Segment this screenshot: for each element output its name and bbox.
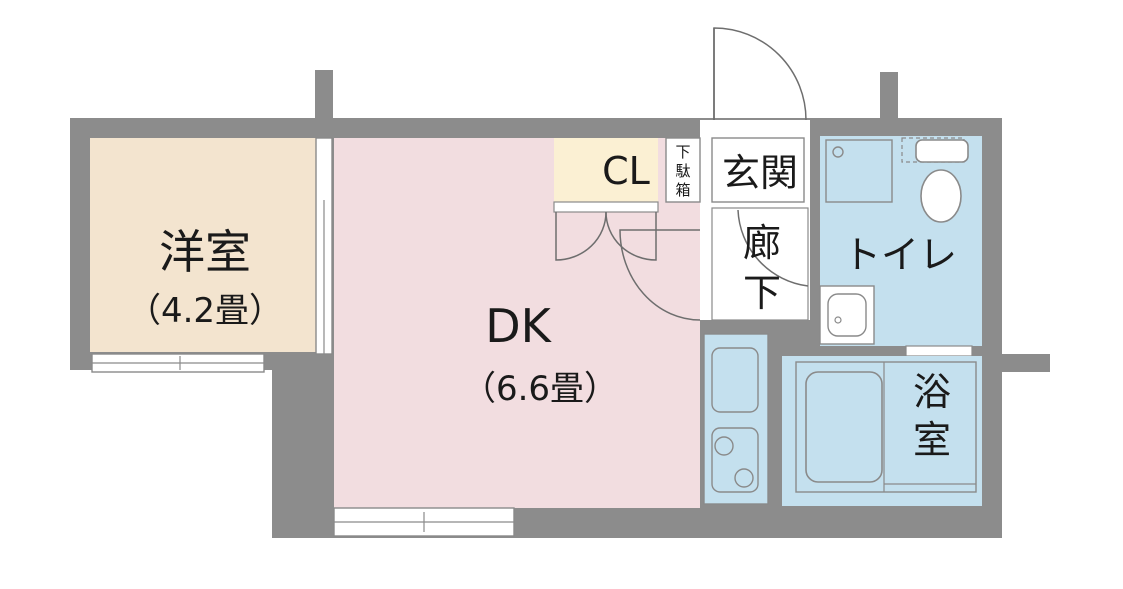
- bath-area-outline: [795, 361, 977, 493]
- entrance-floor: [711, 137, 805, 203]
- dk-room-size: （6.6畳）: [462, 369, 618, 409]
- closet-door-frame: [553, 201, 659, 213]
- room-western: 洋室 （4.2畳）: [90, 137, 333, 373]
- closet-door-left: [555, 211, 607, 261]
- corridor-floor: [711, 207, 809, 321]
- shoe-box-outline: [665, 137, 701, 203]
- shoe-box-char-3: 箱: [675, 181, 690, 199]
- corridor-char-2: 下: [743, 271, 781, 315]
- room-closet: CL: [553, 138, 659, 261]
- room-corridor: 廊 下: [711, 207, 809, 321]
- toilet-bowl-icon: [920, 169, 962, 223]
- wash-basin-bowl: [827, 293, 867, 337]
- kitchen-counter: [703, 333, 769, 505]
- western-room-name: 洋室: [159, 225, 251, 279]
- stove-burner-2: [734, 468, 754, 488]
- kitchen-stove-icon: [711, 427, 759, 493]
- washing-drain-icon: [832, 146, 844, 158]
- room-toilet: トイレ: [819, 136, 982, 357]
- closet-floor: [554, 138, 658, 202]
- wash-basin-drain-icon: [834, 316, 842, 324]
- room-bath: 浴 室: [782, 356, 982, 506]
- bath-door-frame: [905, 345, 973, 357]
- toilet-door-swing: [737, 209, 809, 287]
- closet-name: CL: [602, 149, 650, 193]
- kitchen-sink-icon: [711, 347, 759, 413]
- wall-stub-left: [315, 70, 333, 120]
- shoe-box-char-2: 駄: [675, 162, 690, 180]
- western-floor: [90, 138, 318, 352]
- dk-entry-door-swing: [619, 229, 701, 321]
- stove-burner-1: [714, 436, 734, 456]
- toilet-name: トイレ: [843, 233, 957, 277]
- bath-char-2: 室: [913, 418, 951, 462]
- room-entrance: 玄関: [711, 27, 807, 203]
- washing-machine-space: [825, 139, 893, 203]
- toilet-tank: [915, 139, 969, 163]
- closet-door-right: [605, 211, 657, 261]
- corridor-char-1: 廊: [743, 221, 781, 265]
- dk-room-name: DK: [485, 299, 552, 353]
- wall-stub-bath: [1000, 354, 1050, 372]
- room-dk: DK （6.6畳）: [333, 138, 701, 537]
- wall-stub-right: [880, 72, 898, 120]
- bath-char-1: 浴: [913, 370, 951, 414]
- bathtub-icon: [805, 371, 883, 483]
- shoe-box-char-1: 下: [675, 143, 690, 161]
- shoe-box: 下 駄 箱: [665, 137, 701, 203]
- entrance-name: 玄関: [722, 151, 798, 195]
- front-door-swing: [713, 27, 807, 121]
- western-room-size: （4.2畳）: [127, 291, 283, 331]
